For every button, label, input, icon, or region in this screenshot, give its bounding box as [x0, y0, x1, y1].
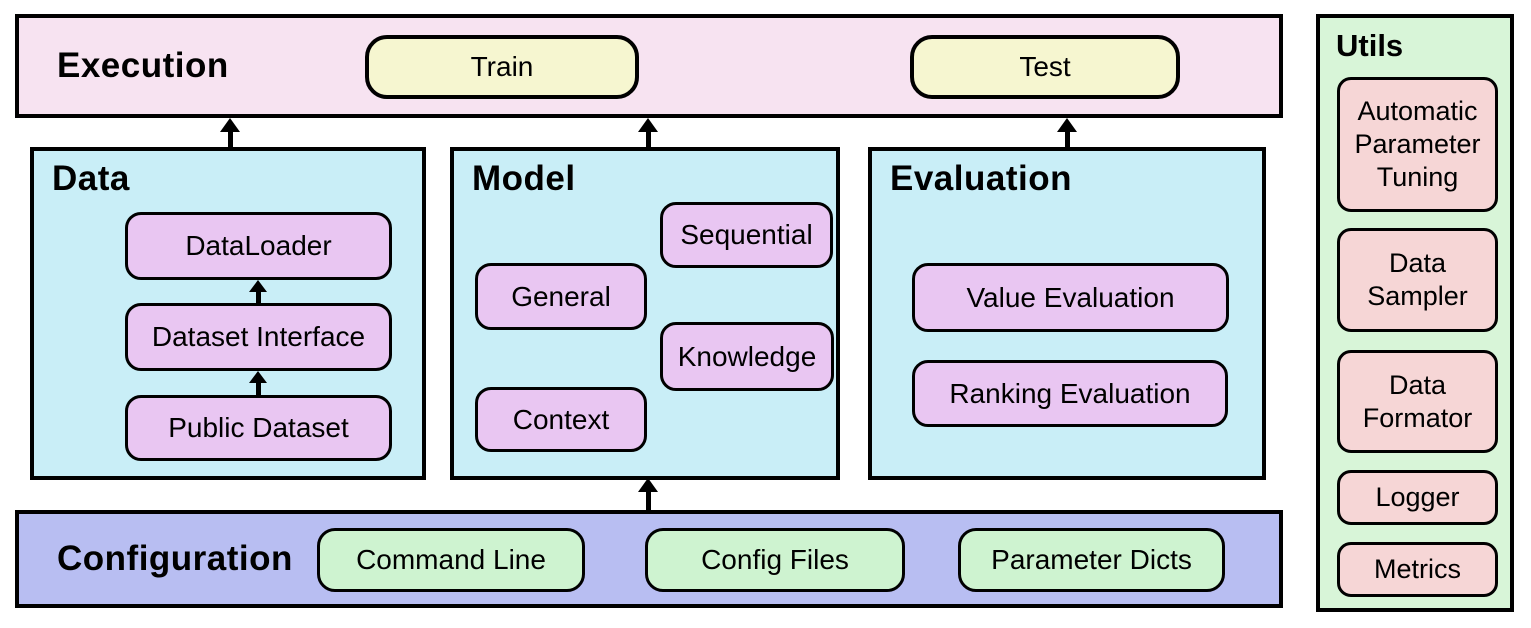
arrow-stem	[645, 490, 651, 512]
knowledge-node: Knowledge	[660, 322, 834, 391]
parameter-dicts-node: Parameter Dicts	[958, 528, 1225, 592]
general-node: General	[475, 263, 647, 330]
execution-panel: Execution Train Test	[15, 14, 1283, 118]
utils-panel: Utils Automatic Parameter Tuning Data Sa…	[1316, 14, 1514, 612]
public-dataset-node: Public Dataset	[125, 395, 392, 461]
arrow-evaluation-to-execution	[1057, 118, 1077, 149]
command-line-node: Command Line	[317, 528, 585, 592]
arrow-head	[249, 280, 267, 292]
arrow-head	[1057, 118, 1077, 132]
context-node: Context	[475, 387, 647, 452]
evaluation-section-panel: Evaluation Value Evaluation Ranking Eval…	[868, 147, 1266, 480]
evaluation-section-title: Evaluation	[890, 159, 1072, 198]
data-section-title: Data	[52, 159, 130, 198]
arrow-stem	[255, 290, 261, 305]
dataset-interface-node: Dataset Interface	[125, 303, 392, 371]
test-node: Test	[910, 35, 1180, 99]
configuration-title: Configuration	[57, 539, 293, 578]
arrow-model-to-execution	[638, 118, 658, 149]
sequential-node: Sequential	[660, 202, 833, 268]
arrow-stem	[255, 381, 261, 397]
automatic-parameter-tuning-node: Automatic Parameter Tuning	[1337, 77, 1498, 212]
data-section-panel: Data DataLoader Dataset Interface Public…	[30, 147, 426, 480]
arrow-data-to-execution	[220, 118, 240, 149]
arrow-stem	[1064, 130, 1070, 149]
value-evaluation-node: Value Evaluation	[912, 263, 1229, 332]
arrow-head	[638, 118, 658, 132]
arrow-dataset-interface-to-dataloader	[249, 280, 267, 305]
utils-title: Utils	[1336, 28, 1404, 63]
arrow-stem	[645, 130, 651, 149]
arrow-head	[638, 478, 658, 492]
model-section-title: Model	[472, 159, 576, 198]
arrow-configuration-to-model	[638, 478, 658, 512]
arrow-public-dataset-to-dataset-interface	[249, 371, 267, 397]
execution-title: Execution	[57, 46, 229, 85]
arrow-head	[220, 118, 240, 132]
logger-node: Logger	[1337, 470, 1498, 525]
configuration-panel: Configuration Command Line Config Files …	[15, 510, 1283, 608]
data-formator-node: Data Formator	[1337, 350, 1498, 453]
data-sampler-node: Data Sampler	[1337, 228, 1498, 332]
model-section-panel: Model Sequential General Knowledge Conte…	[450, 147, 840, 480]
train-node: Train	[365, 35, 639, 99]
metrics-node: Metrics	[1337, 542, 1498, 597]
dataloader-node: DataLoader	[125, 212, 392, 280]
config-files-node: Config Files	[645, 528, 905, 592]
arrow-head	[249, 371, 267, 383]
arrow-stem	[227, 130, 233, 149]
ranking-evaluation-node: Ranking Evaluation	[912, 360, 1228, 427]
